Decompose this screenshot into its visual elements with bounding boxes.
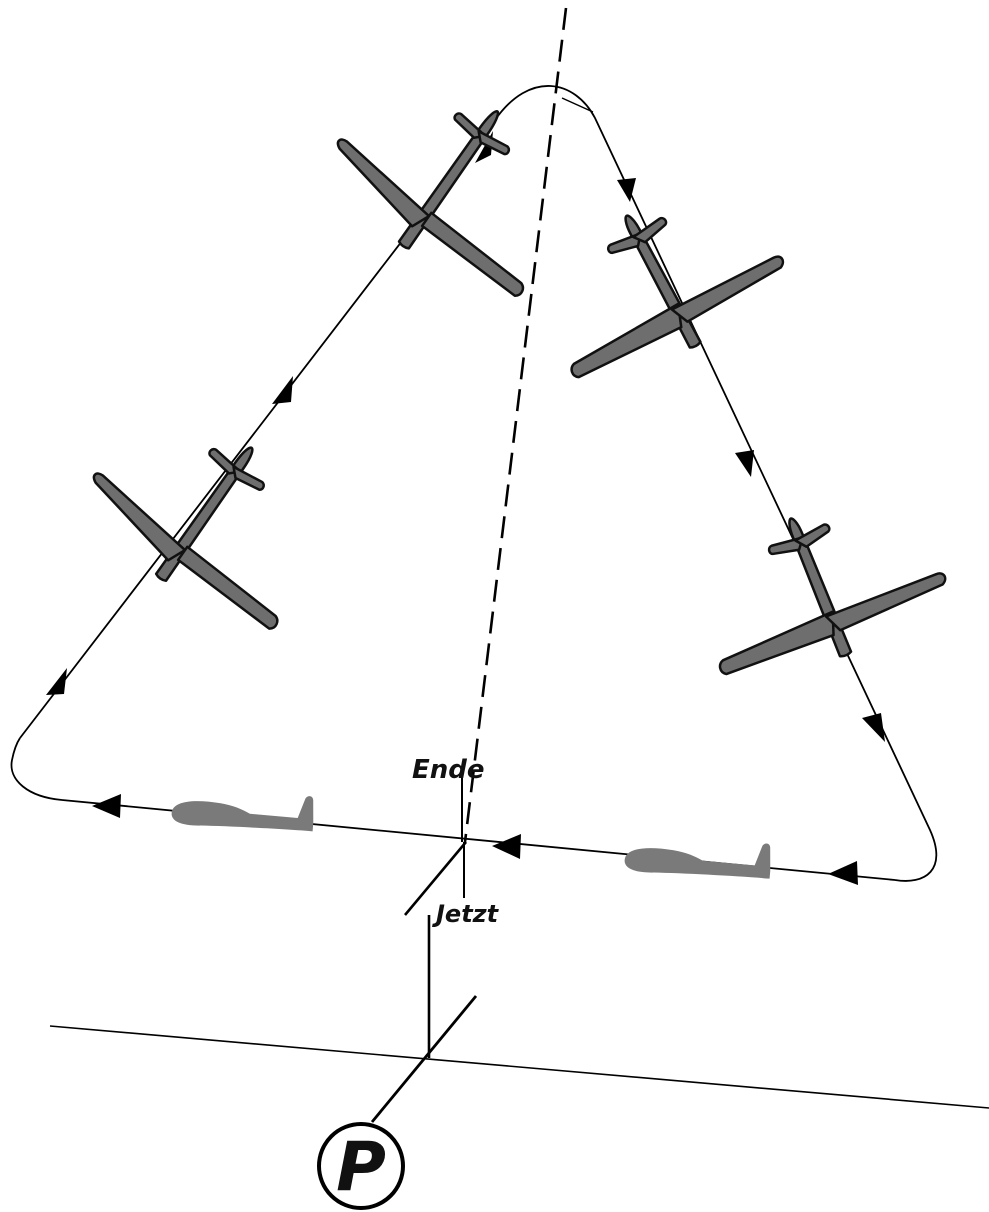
end-label: Ende	[412, 755, 485, 785]
glider-icon	[519, 161, 799, 403]
glider-icon	[678, 473, 958, 701]
ground-line	[50, 1026, 989, 1108]
pilot-diagonal-line	[372, 996, 476, 1122]
direction-arrow-icon	[492, 834, 521, 859]
direction-arrow-icon	[272, 376, 293, 404]
direction-arrow-icon	[862, 713, 885, 742]
direction-arrow-icon	[735, 450, 754, 477]
direction-arrow-icon	[828, 861, 858, 885]
direction-arrow-icon	[92, 794, 121, 818]
glider-icon	[68, 383, 352, 648]
direction-arrow-icon	[46, 668, 67, 695]
glider-icon	[171, 784, 316, 836]
now-label: Jetzt	[432, 900, 500, 928]
pilot-label: P	[336, 1128, 386, 1207]
glider-icon	[624, 831, 773, 883]
pilot-marker-icon: P	[319, 1124, 403, 1208]
